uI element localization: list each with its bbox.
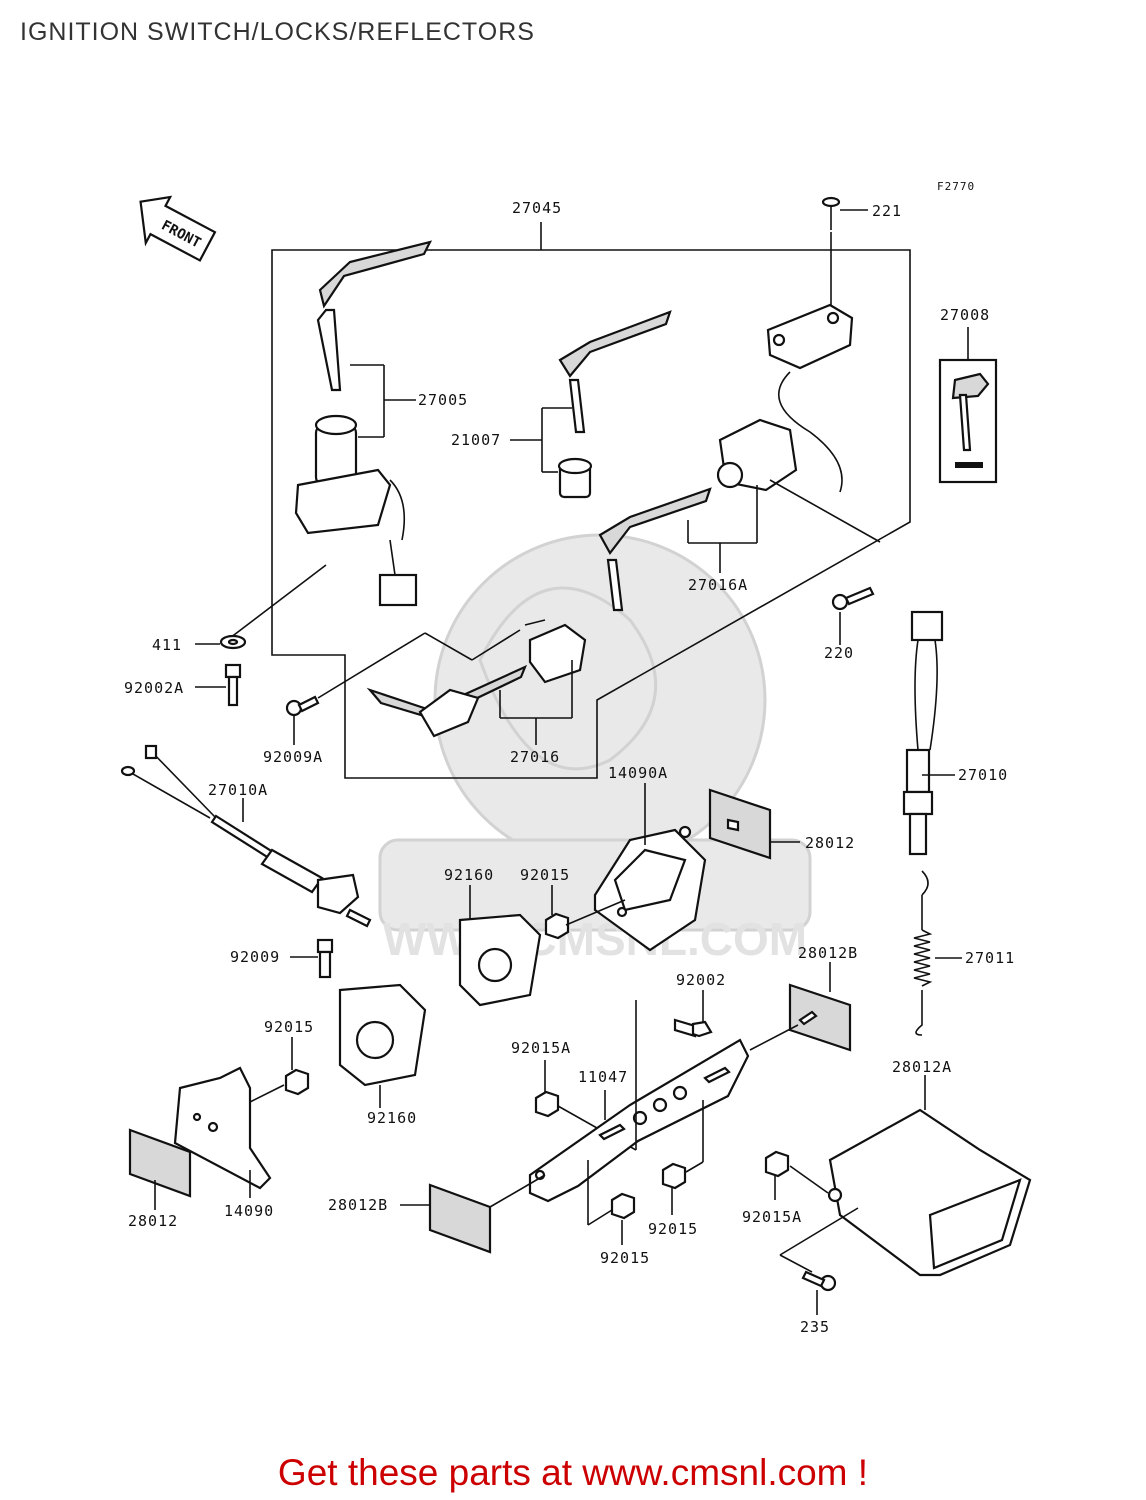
reflector-28012B-left — [400, 1174, 546, 1254]
label-92009A: 92009A — [263, 748, 323, 766]
watermark: WWW.CMSNL.COM — [378, 533, 812, 965]
label-92160-b: 92160 — [367, 1109, 417, 1127]
label-92002: 92002 — [676, 971, 726, 989]
screw-235 — [779, 1207, 859, 1315]
seat-lock-27016A — [598, 418, 798, 612]
leader-411 — [229, 564, 327, 639]
label-28012A: 28012A — [892, 1058, 952, 1076]
plate-92160-a — [458, 885, 542, 1007]
ignition-switch-27005 — [294, 240, 433, 607]
label-27005: 27005 — [418, 391, 468, 409]
label-28012-right: 28012 — [805, 834, 855, 852]
reflector-28012-left — [128, 1128, 192, 1210]
label-27010: 27010 — [958, 766, 1008, 784]
nut-92015-d — [661, 1100, 704, 1215]
label-235: 235 — [800, 1318, 830, 1336]
spring-27011 — [913, 870, 962, 1036]
label-21007: 21007 — [451, 431, 501, 449]
plate-92160-b — [338, 983, 427, 1108]
label-220: 220 — [824, 644, 854, 662]
label-14090: 14090 — [224, 1202, 274, 1220]
front-arrow-icon: FRONT — [139, 195, 217, 262]
bracket-11047 — [528, 1000, 750, 1203]
tail-light-28012A — [827, 1075, 1032, 1277]
label-221: 221 — [872, 202, 902, 220]
label-92002A: 92002A — [124, 679, 184, 697]
footer-promo[interactable]: Get these parts at www.cmsnl.com ! — [277, 1452, 869, 1493]
screw-221 — [821, 196, 868, 312]
label-27016A: 27016A — [688, 576, 748, 594]
page-title: IGNITION SWITCH/LOCKS/REFLECTORS — [20, 18, 535, 46]
label-92015-c: 92015 — [600, 1249, 650, 1267]
switch-27010 — [902, 610, 955, 856]
label-27016: 27016 — [510, 748, 560, 766]
label-27011: 27011 — [965, 949, 1015, 967]
label-11047: 11047 — [578, 1068, 628, 1086]
reflector-28012-right — [708, 788, 800, 860]
figure-code: F2770 — [937, 180, 975, 193]
watermark-text: WWW.CMSNL.COM — [383, 913, 807, 965]
label-92160-a: 92160 — [444, 866, 494, 884]
screw-92009A — [285, 629, 521, 745]
label-92009: 92009 — [230, 948, 280, 966]
label-28012B-left: 28012B — [328, 1196, 388, 1214]
washer-411 — [195, 634, 247, 650]
label-28012-left: 28012 — [128, 1212, 178, 1230]
nut-92015-a — [544, 885, 626, 940]
screw-92009 — [290, 938, 334, 979]
key-27008 — [938, 327, 998, 484]
switch-27010A — [120, 744, 372, 928]
nut-92015A-b — [764, 1150, 829, 1200]
bracket-14090A — [593, 783, 707, 952]
label-14090A: 14090A — [608, 764, 668, 782]
label-92015-b: 92015 — [264, 1018, 314, 1036]
bracket-14090 — [173, 1066, 272, 1198]
label-92015-d: 92015 — [648, 1220, 698, 1238]
label-28012B-right: 28012B — [798, 944, 858, 962]
screw-220 — [769, 479, 881, 645]
label-92015-a: 92015 — [520, 866, 570, 884]
nut-92015-b — [247, 1037, 310, 1104]
label-92015A-b: 92015A — [742, 1208, 802, 1226]
reflector-28012B-right — [749, 962, 852, 1052]
seat-lock-bracket — [766, 303, 854, 493]
label-411: 411 — [152, 636, 182, 654]
label-27010A: 27010A — [208, 781, 268, 799]
bolt-92002A — [195, 663, 242, 707]
kit-bracket-27045 — [271, 222, 911, 779]
label-27008: 27008 — [940, 306, 990, 324]
bolt-92002 — [673, 990, 713, 1038]
helmet-lock-27016 — [366, 619, 587, 745]
nut-92015-c — [587, 1160, 636, 1245]
label-27045: 27045 — [512, 199, 562, 217]
label-92015A-a: 92015A — [511, 1039, 571, 1057]
lock-cylinder-21007 — [510, 310, 672, 499]
